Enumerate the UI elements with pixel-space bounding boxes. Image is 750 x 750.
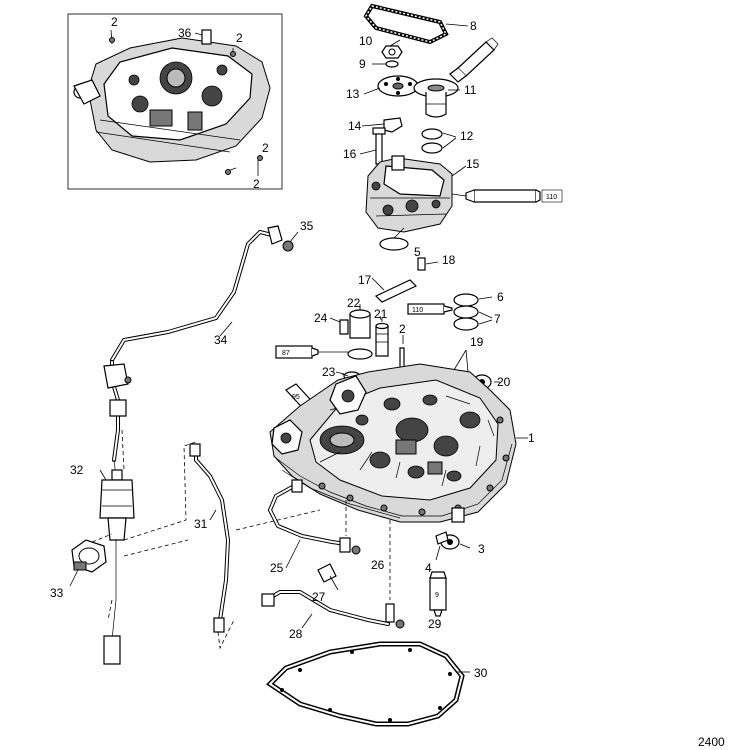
hose-34: [110, 225, 299, 362]
pump-cap-11: [413, 78, 459, 118]
callout-27: 27: [312, 590, 326, 604]
hose-31: [189, 443, 231, 633]
o-ring-12b: [421, 142, 443, 154]
callout-23: 23: [322, 365, 336, 379]
adapter-plate-1: [269, 363, 528, 523]
callout-17: 17: [358, 273, 372, 287]
sealant-tube-110-cover: 110: [407, 303, 453, 315]
sealant-tube-upper: [449, 37, 499, 83]
callout-19: 19: [470, 335, 484, 349]
callout-18: 18: [442, 253, 456, 267]
callout-10: 10: [359, 34, 373, 48]
callout-21: 21: [374, 307, 388, 321]
callout-31: 31: [194, 517, 208, 531]
fitting-21: [375, 318, 389, 357]
callout-6: 6: [497, 290, 504, 304]
tube-code-9: 9: [435, 592, 439, 599]
callout-14: 14: [348, 119, 362, 133]
o-ring-4: [435, 531, 449, 545]
callout-9: 9: [359, 57, 366, 71]
callout-32: 32: [70, 463, 84, 477]
inset-view: [67, 13, 283, 190]
callout-29: 29: [428, 617, 442, 631]
drive-key-14: [383, 117, 403, 133]
sealant-tube-87: 87: [275, 345, 348, 359]
callout-26: 26: [371, 558, 385, 572]
drive-gear-13: [377, 75, 419, 97]
callout-8: 8: [470, 19, 477, 33]
callout-1: 1: [528, 431, 535, 445]
callout-25: 25: [270, 561, 284, 575]
oil-pump-assembly: 110: [363, 3, 563, 251]
callout-4: 4: [425, 561, 432, 575]
seal-ring-8: [363, 3, 449, 45]
sealant-tube-9: 9: [429, 571, 447, 617]
callout-34: 34: [214, 333, 228, 347]
pin-18: [417, 257, 426, 271]
seal-7a: [453, 305, 479, 319]
tube-code-87: 87: [282, 350, 290, 357]
o-ring-12a: [421, 128, 443, 140]
bolt-16: [375, 131, 383, 165]
clip-35: [282, 240, 294, 252]
bolt-24: [339, 319, 349, 335]
gasket-30: [266, 641, 465, 727]
washer-9: [385, 60, 399, 68]
sealant-tube-110-pump: 110: [465, 189, 563, 203]
callout-2c: 2: [253, 177, 260, 191]
plug-22: [347, 306, 373, 360]
callout-20: 20: [497, 375, 511, 389]
strip-17: [374, 279, 418, 303]
hose-28: [261, 590, 405, 629]
callout-5: 5: [414, 245, 421, 259]
callout-28: 28: [289, 627, 303, 641]
callout-13: 13: [346, 87, 360, 101]
callout-12: 12: [460, 129, 474, 143]
callout-16: 16: [343, 147, 357, 161]
callout-22: 22: [347, 296, 361, 310]
callout-3: 3: [478, 542, 485, 556]
inset-dowel-36: [201, 29, 212, 45]
tube-code-110-pump: 110: [546, 194, 557, 201]
callout-labels: 2 2 2 2 36 8 10 9 13 11 14 12 16 15 35 5…: [50, 15, 535, 680]
callout-24: 24: [314, 311, 328, 325]
tube-code-95: 95: [292, 394, 300, 401]
seal-6: [453, 293, 479, 307]
hose-25: [267, 479, 361, 555]
leader-lines: [99, 39, 467, 629]
clip-27: [317, 563, 337, 583]
callout-30: 30: [474, 666, 488, 680]
callout-2b: 2: [236, 31, 243, 45]
callout-11: 11: [464, 83, 477, 97]
sensor-harness-left: [103, 360, 132, 477]
o-ring-lower: [379, 237, 409, 251]
callout-2a: 2: [111, 15, 118, 29]
tube-code-110-cover: 110: [412, 307, 423, 314]
clip-26: [351, 545, 361, 555]
clamp-33: [69, 539, 107, 587]
oil-pump-housing-15: [365, 155, 453, 233]
callout-35: 35: [300, 219, 314, 233]
callout-2e: 2: [399, 322, 406, 336]
inset-frame: [67, 13, 283, 190]
callout-15: 15: [466, 157, 480, 171]
filter-32: [99, 469, 135, 665]
clip-29: [395, 619, 405, 629]
callout-2d: 2: [262, 141, 269, 155]
callout-33: 33: [50, 586, 64, 600]
seal-7b: [453, 317, 479, 331]
callout-36: 36: [178, 26, 192, 40]
figure-number: 2400: [698, 735, 725, 749]
callout-7: 7: [494, 312, 501, 326]
